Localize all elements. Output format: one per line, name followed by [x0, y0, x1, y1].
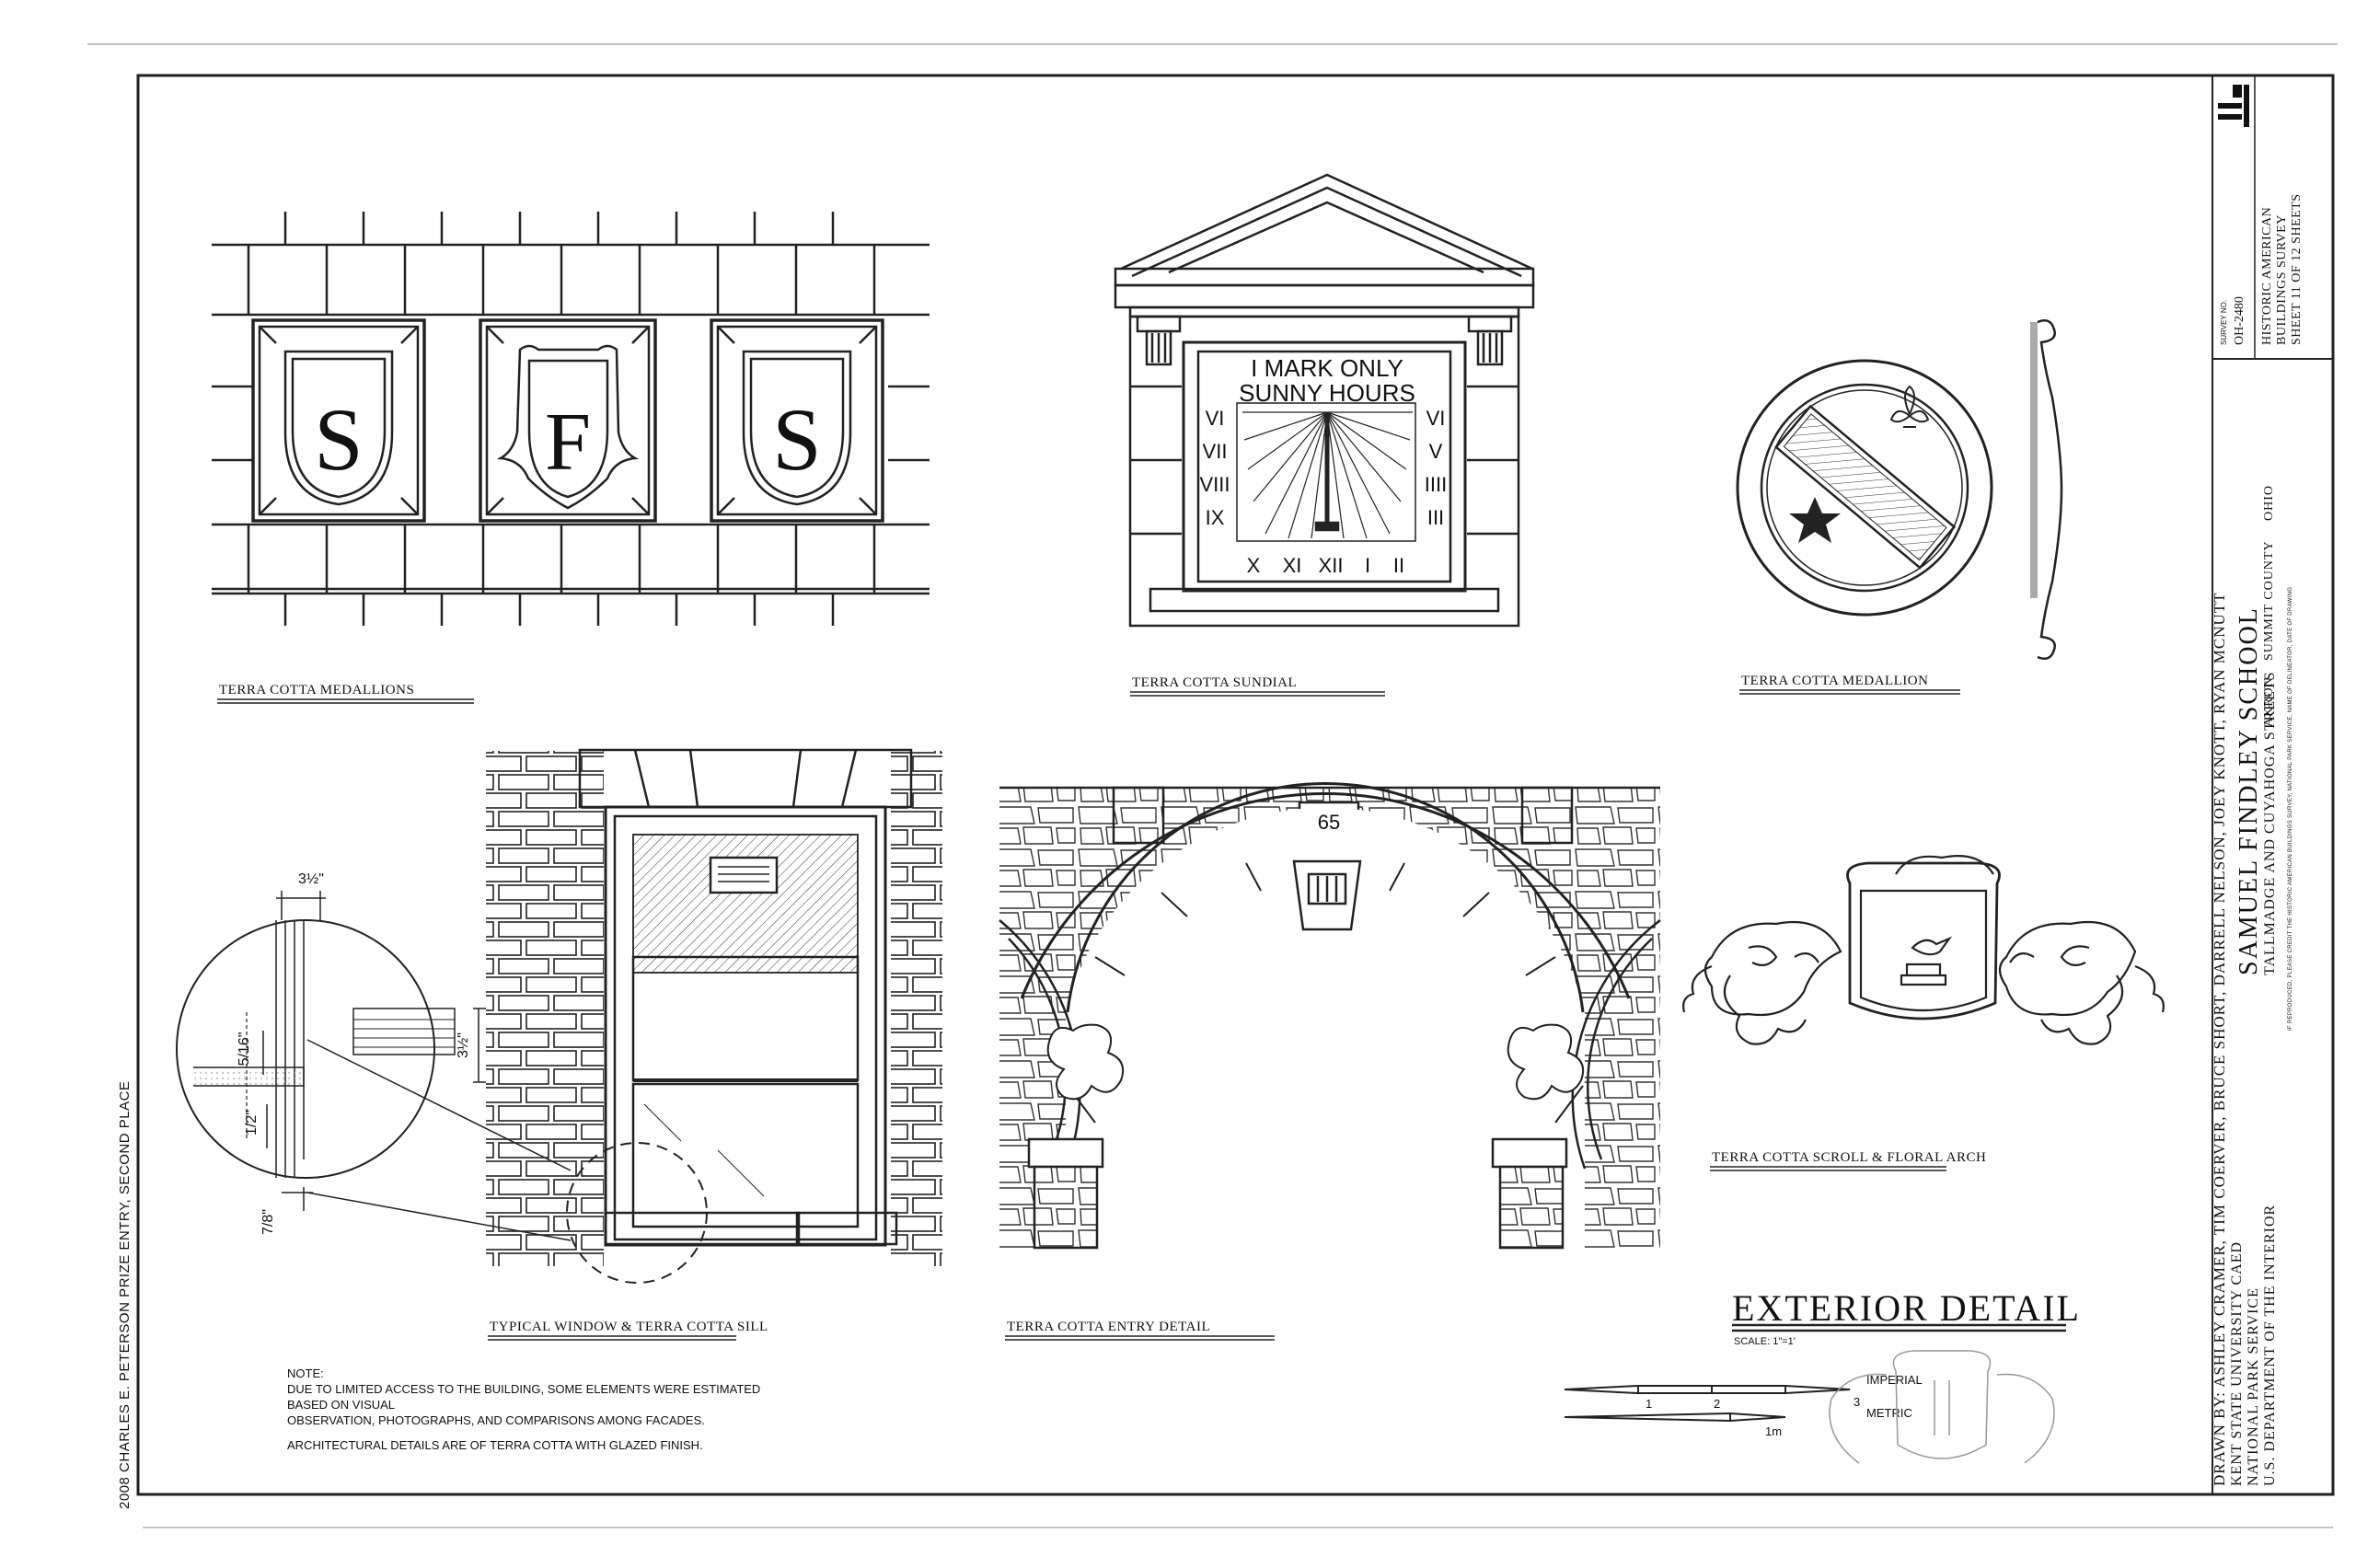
sheet-number: SHEET 11 OF 12 SHEETS: [2290, 193, 2304, 345]
scale-tick-2: 2: [1714, 1397, 1720, 1411]
margin-note: 2008 CHARLES E. PETERSON PRIZE ENTRY, SE…: [117, 1080, 133, 1509]
dim-2: 5/16": [237, 1032, 252, 1066]
scale-tick-1: 1: [1646, 1397, 1652, 1411]
scale-tick-1m: 1m: [1765, 1424, 1782, 1438]
note-heading: NOTE:: [287, 1366, 324, 1380]
sundial-drawing: [1114, 173, 1535, 628]
scale-imperial-label: IMPERIAL: [1866, 1373, 1923, 1387]
entry-drawing: [999, 782, 1661, 1250]
org-line-3: U.S. DEPARTMENT OF THE INTERIOR: [2262, 1204, 2278, 1486]
dim-5: 7/8": [260, 1209, 276, 1235]
dim-3: 3½": [456, 1032, 471, 1058]
scale-bar-text: IMPERIAL METRIC 1 2 3 1m: [1646, 1373, 1923, 1438]
caption-underlines: [217, 689, 2066, 1341]
numeral-right-1: VI: [1426, 407, 1446, 430]
caption-sundial: TERRA COTTA SUNDIAL: [1132, 675, 1298, 690]
survey-label: SURVEY NO.: [2220, 299, 2228, 345]
scale-metric-label: METRIC: [1866, 1406, 1912, 1420]
numeral-right-2: V: [1429, 440, 1443, 463]
scroll-drawing: [1682, 855, 2165, 1045]
numeral-bottom-3: XII: [1319, 554, 1344, 577]
address-number: 65: [1318, 811, 1340, 834]
note-line-3: ARCHITECTURAL DETAILS ARE OF TERRA COTTA…: [287, 1438, 703, 1452]
numeral-bottom-2: XI: [1283, 554, 1302, 577]
caption-medallions: TERRA COTTA MEDALLIONS: [219, 683, 415, 698]
round-medallion-drawing: [1736, 319, 2063, 660]
numeral-left-1: VI: [1206, 407, 1225, 430]
numeral-right-4: III: [1427, 506, 1444, 529]
numeral-bottom-1: X: [1247, 554, 1261, 577]
medallion-letter-3: S: [772, 390, 821, 489]
dim-1: 3½": [298, 871, 324, 887]
caption-scroll: TERRA COTTA SCROLL & FLORAL ARCH: [1712, 1150, 1987, 1165]
drawn-by: DRAWN BY: ASHLEY CRAMER, TIM COERVER, BR…: [2211, 592, 2228, 1486]
scale-bar: [1564, 1385, 1851, 1423]
numeral-left-4: IX: [1206, 506, 1225, 529]
scale-note: SCALE: 1"=1': [1734, 1336, 1796, 1347]
sheet-title: EXTERIOR DETAIL: [1732, 1287, 2081, 1329]
caption-entry: TERRA COTTA ENTRY DETAIL: [1007, 1320, 1211, 1334]
survey-number: OH-2480: [2233, 296, 2246, 345]
sundial-text: I MARK ONLY SUNNY HOURS VI VII VIII IX V…: [1199, 354, 1447, 577]
org-line-1: KENT STATE UNIVERSITY CAED: [2229, 1240, 2245, 1486]
habs-line-1: HISTORIC AMERICAN: [2260, 206, 2274, 345]
medallion-letter-1: S: [314, 390, 363, 489]
note-line-2: OBSERVATION, PHOTOGRAPHS, AND COMPARISON…: [287, 1413, 705, 1427]
note-block: NOTE: DUE TO LIMITED ACCESS TO THE BUILD…: [287, 1366, 803, 1453]
key-plan-sketch: [1829, 1350, 2055, 1464]
habs-logo: [2218, 85, 2249, 127]
medallion-letter-2: F: [545, 397, 591, 488]
medallions-drawing: [212, 212, 930, 626]
project-name: SAMUEL FINDLEY SCHOOL: [2235, 606, 2263, 975]
sundial-motto-line2: SUNNY HOURS: [1239, 379, 1415, 407]
window-dims: 3½" 5/16" 3½" 1/2" 7/8": [237, 871, 471, 1235]
project-city: AKRON: [2262, 676, 2276, 727]
scale-label: SCALE:: [1734, 1336, 1771, 1347]
numeral-right-3: IIII: [1425, 473, 1447, 496]
credit-line: IF REPRODUCED, PLEASE CREDIT THE HISTORI…: [2288, 586, 2293, 1031]
scale-value: 1"=1': [1773, 1336, 1796, 1347]
note-line-1: DUE TO LIMITED ACCESS TO THE BUILDING, S…: [287, 1382, 761, 1412]
sundial-motto-line1: I MARK ONLY: [1251, 354, 1403, 382]
numeral-left-3: VIII: [1199, 473, 1230, 496]
project-county: SUMMIT COUNTY: [2262, 540, 2276, 661]
numeral-left-2: VII: [1203, 440, 1228, 463]
org-line-2: NATIONAL PARK SERVICE: [2246, 1287, 2261, 1486]
scale-tick-3: 3: [1854, 1395, 1860, 1409]
caption-window: TYPICAL WINDOW & TERRA COTTA SILL: [490, 1320, 768, 1334]
dim-4: 1/2": [244, 1110, 260, 1136]
numeral-bottom-4: I: [1365, 554, 1370, 577]
habs-line-2: BUILDINGS SURVEY: [2275, 214, 2289, 345]
project-state: OHIO: [2262, 485, 2276, 521]
numeral-bottom-5: II: [1393, 554, 1404, 577]
caption-medallion: TERRA COTTA MEDALLION: [1741, 674, 1929, 688]
window-drawing: [176, 748, 942, 1284]
